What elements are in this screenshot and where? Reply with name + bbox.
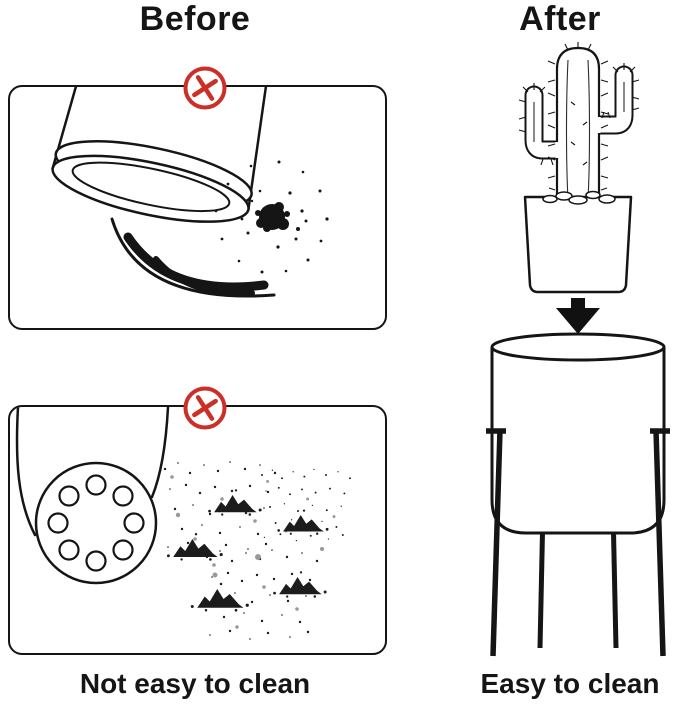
motion-arcs <box>110 217 276 298</box>
before-caption: Not easy to clean <box>79 668 311 699</box>
cactus-spines <box>518 42 640 191</box>
before-title: Before <box>139 0 251 38</box>
soil-splatter <box>214 160 329 274</box>
after-caption: Easy to clean <box>480 668 660 699</box>
drainage-disc <box>34 461 158 585</box>
tipped-pot-illustration <box>51 87 329 298</box>
tipped-pot-panel <box>8 85 387 330</box>
before-panel-top <box>8 66 387 330</box>
dirt-mounds <box>166 489 329 612</box>
drainage-panel <box>8 405 387 655</box>
before-panel-bottom <box>8 386 387 655</box>
square-planter <box>523 195 633 294</box>
planter-on-stand <box>486 332 670 657</box>
after-illustration <box>486 42 670 657</box>
drainage-illustration <box>15 407 351 640</box>
cactus <box>518 42 640 204</box>
soil-speckles <box>163 461 351 640</box>
pot-walls <box>15 407 170 537</box>
down-arrow-icon <box>556 298 600 334</box>
pebbles <box>542 190 616 205</box>
tipped-pot <box>51 87 288 223</box>
prohibited-x-icon <box>183 66 227 110</box>
after-title: After <box>519 0 601 38</box>
prohibited-x-icon <box>183 386 227 430</box>
